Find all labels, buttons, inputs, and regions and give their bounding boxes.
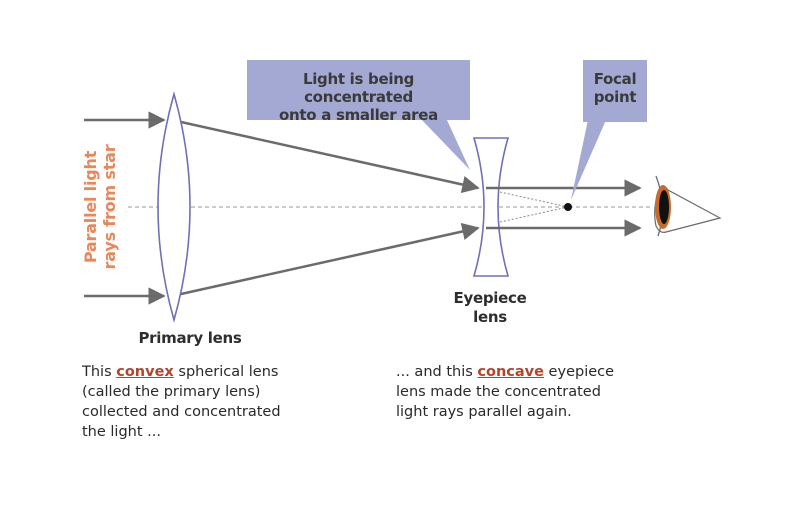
parallel-rays-line2: rays from star [100,144,119,270]
eyepiece-line1: Eyepiece [453,289,527,307]
virtual-ray-bottom [499,206,569,223]
callout-concentrated-line2: onto a smaller area [279,106,438,124]
callout-focal-text: Focal point [583,70,647,106]
primary-convex-lens [157,91,191,323]
callout-focal-line1: Focal [593,70,637,88]
parallel-rays-line1: Parallel light [81,150,100,264]
eyepiece-lens-label: Eyepiece lens [440,289,540,327]
description-right-line3: light rays parallel again. [396,404,572,420]
description-right-pre: ... and this [396,364,478,380]
callout-pointer-concentrated [420,118,470,170]
description-right-line2: lens made the concentrated [396,384,601,400]
converging-ray-bottom [171,222,480,298]
callout-concentrated-line1: Light is being concentrated [302,70,415,106]
description-left-line3: collected and concentrated [82,404,281,420]
converging-ray-top [171,118,480,194]
eyepiece-concave-lens [472,137,510,277]
virtual-ray-top [499,191,569,208]
callout-focal-line2: point [593,88,637,106]
description-left-line2: (called the primary lens) [82,384,261,400]
description-right-post: eyepiece [543,364,615,380]
description-left: This convex spherical lens (called the p… [82,362,372,442]
description-left-line1: This convex spherical lens [82,362,372,382]
parallel-rays-label: Parallel light rays from star [81,107,119,307]
concave-highlight: concave [477,364,544,380]
callout-box-focal [583,60,647,122]
callout-concentrated-text: Light is being concentrated onto a small… [247,70,470,124]
description-left-pre: This [82,364,117,380]
eyepiece-line2: lens [473,308,507,326]
eye-icon [654,175,722,237]
primary-lens-label: Primary lens [138,329,242,347]
description-left-post: spherical lens [173,364,279,380]
description-right-line1: ... and this concave eyepiece [396,362,696,382]
description-left-line4: the light ... [82,424,161,440]
description-right: ... and this concave eyepiece lens made … [396,362,696,422]
callout-box-concentrated [247,60,470,120]
focal-point-dot [564,203,572,211]
convex-highlight: convex [116,364,174,380]
callout-pointer-focal [571,120,606,200]
